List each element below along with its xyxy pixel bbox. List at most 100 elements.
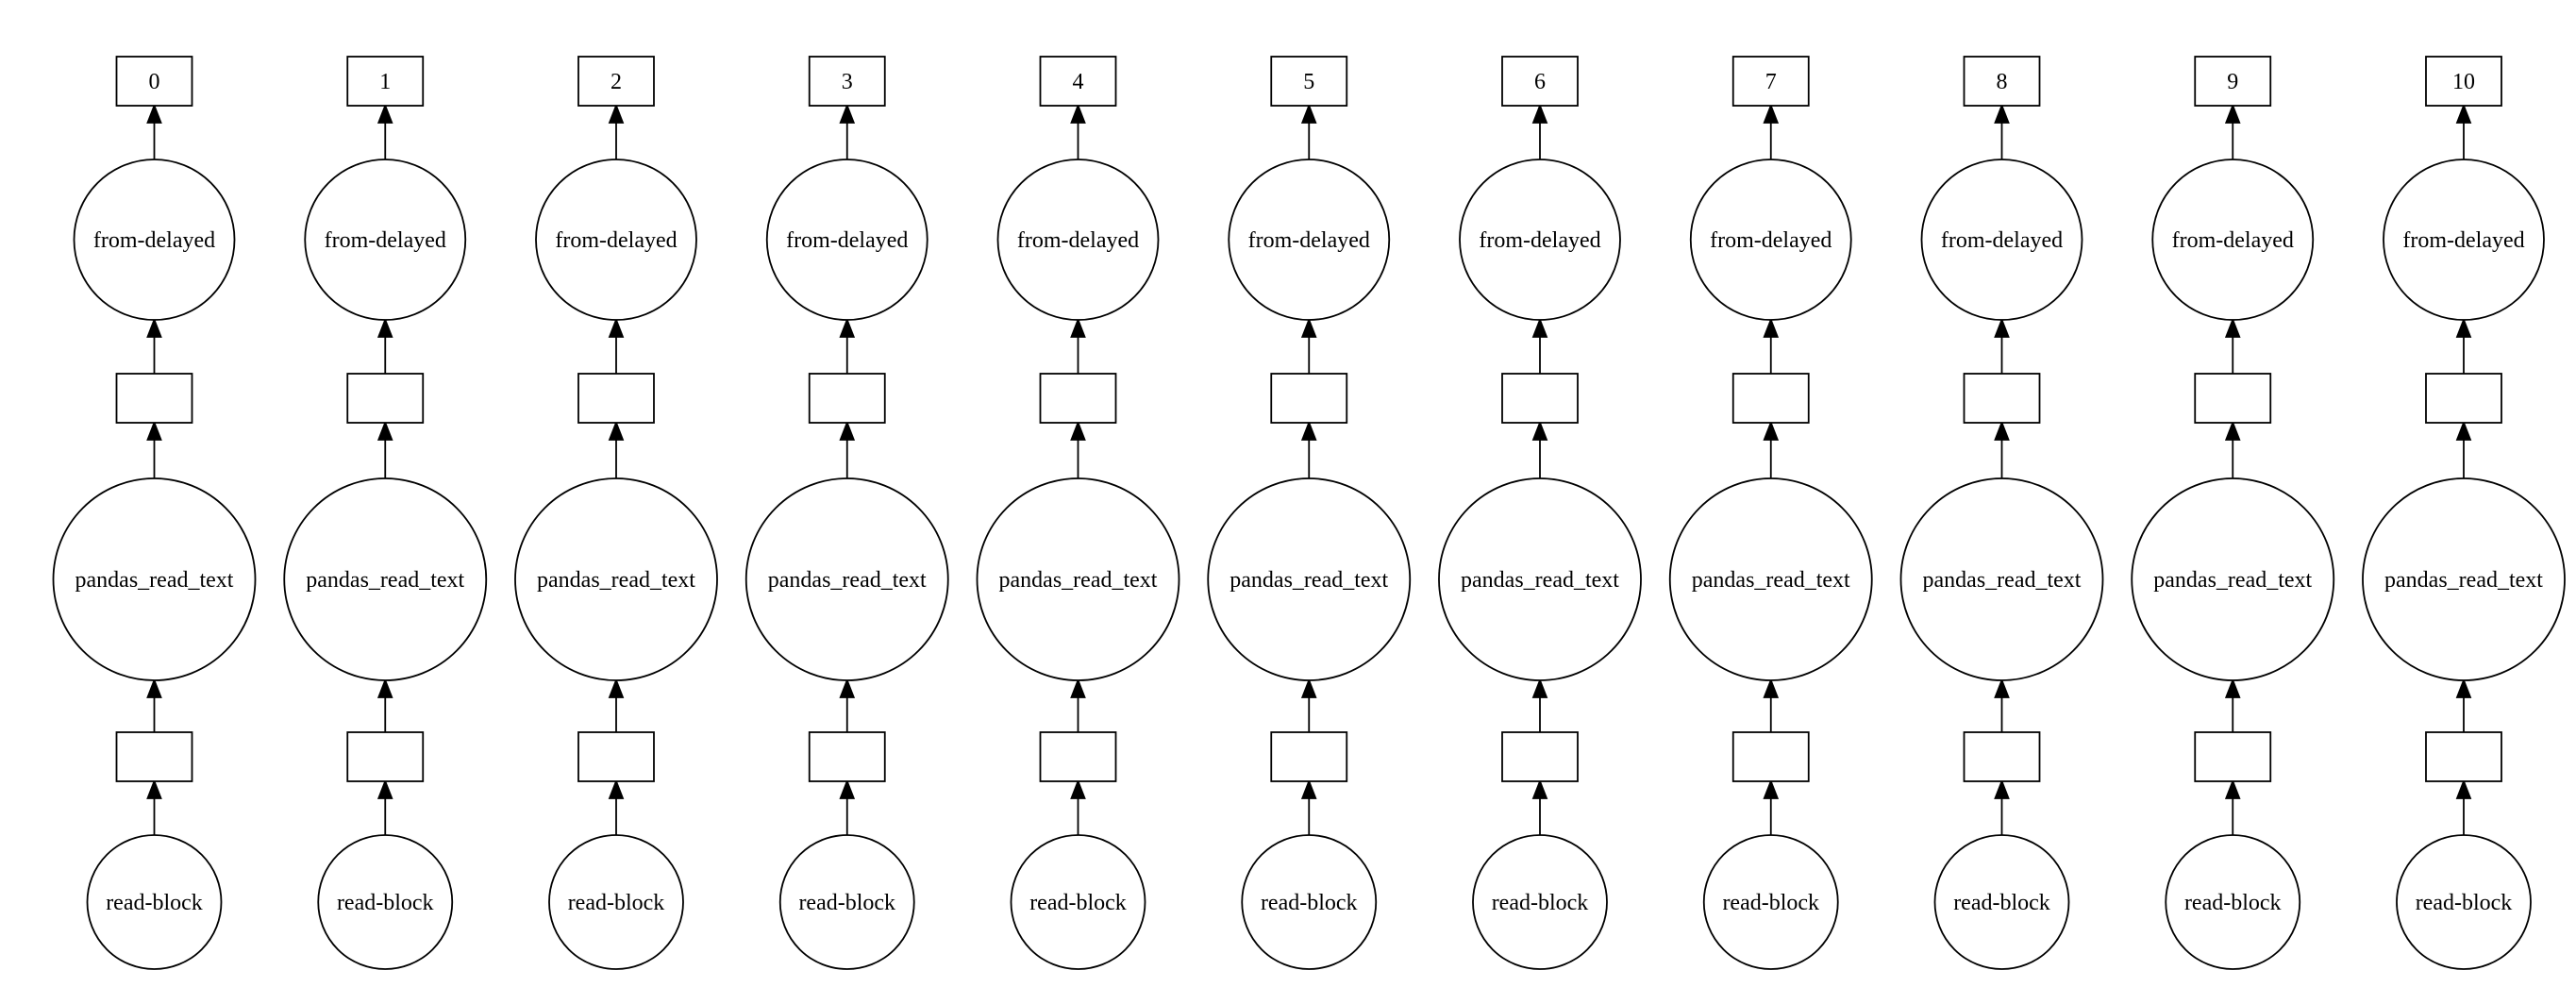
output-box-shape xyxy=(115,56,193,107)
edge-pandas-read-text-to-box-arrowhead xyxy=(146,420,162,441)
from-delayed-node-shape xyxy=(996,159,1160,321)
pandas-read-text-node-shape xyxy=(514,477,718,681)
output-box-shape xyxy=(1963,56,2041,107)
edge-box-to-from-delayed-arrowhead xyxy=(1763,317,1780,338)
output-box: 1 xyxy=(346,56,425,107)
read-block-node: read-block xyxy=(1241,834,1378,970)
pandas-read-text-node-label: pandas_read_text xyxy=(768,568,927,593)
read-block-node-shape xyxy=(2165,834,2301,970)
from-delayed-node-shape xyxy=(1459,159,1621,321)
edge-from-delayed-to-output xyxy=(608,103,625,159)
edge-box-to-pandas-read-text-arrowhead xyxy=(376,678,393,698)
edge-from-delayed-to-output-arrowhead xyxy=(1300,103,1317,124)
output-box-label: 9 xyxy=(2227,70,2238,94)
intermediate-box-upper xyxy=(577,373,655,424)
intermediate-box-upper xyxy=(1270,373,1348,424)
edge-box-to-from-delayed-arrowhead xyxy=(1531,317,1548,338)
edge-read-block-to-box xyxy=(376,778,393,835)
pandas-read-text-node-label: pandas_read_text xyxy=(306,568,464,593)
edge-read-block-to-box-arrowhead xyxy=(376,778,393,799)
from-delayed-node-shape xyxy=(73,159,236,321)
intermediate-box-upper-shape xyxy=(577,373,655,424)
pandas-read-text-node-label: pandas_read_text xyxy=(537,568,695,593)
pandas-read-text-node-shape xyxy=(1207,477,1412,681)
intermediate-box-lower xyxy=(1731,731,1810,782)
edge-read-block-to-box xyxy=(608,778,625,835)
read-block-node-shape xyxy=(86,834,223,970)
pandas-read-text-node: pandas_read_text xyxy=(976,477,1180,681)
output-box-label: 10 xyxy=(2452,70,2475,94)
edge-read-block-to-box-arrowhead xyxy=(1070,778,1086,799)
from-delayed-node: from-delayed xyxy=(2151,159,2315,321)
edge-box-to-pandas-read-text xyxy=(1300,678,1317,732)
edge-box-to-pandas-read-text xyxy=(1531,678,1548,732)
pandas-read-text-node-label: pandas_read_text xyxy=(999,568,1158,593)
edge-box-to-pandas-read-text xyxy=(1763,678,1780,732)
read-block-node-label: read-block xyxy=(1953,891,2050,915)
edge-from-delayed-to-output-arrowhead xyxy=(608,103,625,124)
read-block-node-label: read-block xyxy=(106,891,203,915)
output-box: 9 xyxy=(2194,56,2272,107)
edge-box-to-pandas-read-text-arrowhead xyxy=(1531,678,1548,698)
edge-from-delayed-to-output-arrowhead xyxy=(2455,103,2472,124)
edge-pandas-read-text-to-box xyxy=(2224,420,2241,478)
read-block-node: read-block xyxy=(86,834,223,970)
from-delayed-node-label: from-delayed xyxy=(2402,228,2524,253)
output-box-shape xyxy=(1270,56,1348,107)
pandas-read-text-node-label: pandas_read_text xyxy=(1229,568,1388,593)
pandas-read-text-node-shape xyxy=(2362,477,2566,681)
edge-box-to-pandas-read-text xyxy=(1070,678,1086,732)
pandas-read-text-node: pandas_read_text xyxy=(283,477,488,681)
edge-box-to-from-delayed xyxy=(608,317,625,374)
intermediate-box-upper xyxy=(2194,373,2272,424)
from-delayed-node: from-delayed xyxy=(1920,159,2083,321)
edge-read-block-to-box xyxy=(1070,778,1086,835)
pandas-read-text-node-label: pandas_read_text xyxy=(1461,568,1619,593)
edge-pandas-read-text-to-box-arrowhead xyxy=(608,420,625,441)
read-block-node-label: read-block xyxy=(798,891,895,915)
edge-box-to-pandas-read-text xyxy=(2224,678,2241,732)
edge-from-delayed-to-output xyxy=(1763,103,1780,159)
intermediate-box-lower xyxy=(115,731,193,782)
pandas-read-text-node: pandas_read_text xyxy=(1207,477,1412,681)
intermediate-box-lower xyxy=(808,731,886,782)
edge-box-to-from-delayed xyxy=(839,317,856,374)
edge-from-delayed-to-output xyxy=(1300,103,1317,159)
edge-read-block-to-box xyxy=(839,778,856,835)
edge-box-to-pandas-read-text xyxy=(1994,678,2010,732)
pandas-read-text-node: pandas_read_text xyxy=(2362,477,2566,681)
edge-pandas-read-text-to-box xyxy=(1070,420,1086,478)
edge-box-to-from-delayed-arrowhead xyxy=(608,317,625,338)
output-box-shape xyxy=(1501,56,1579,107)
edge-from-delayed-to-output-arrowhead xyxy=(2224,103,2241,124)
read-block-node-label: read-block xyxy=(1261,891,1358,915)
read-block-node-label: read-block xyxy=(2184,891,2282,915)
read-block-node: read-block xyxy=(1933,834,2070,970)
edge-read-block-to-box-arrowhead xyxy=(2224,778,2241,799)
output-box-label: 0 xyxy=(149,70,160,94)
from-delayed-node-label: from-delayed xyxy=(1941,228,2063,253)
output-box-label: 1 xyxy=(379,70,391,94)
from-delayed-node: from-delayed xyxy=(765,159,928,321)
intermediate-box-lower-shape xyxy=(1963,731,2041,782)
pandas-read-text-node-shape xyxy=(744,477,949,681)
from-delayed-node: from-delayed xyxy=(304,159,467,321)
intermediate-box-lower xyxy=(577,731,655,782)
output-box-shape xyxy=(346,56,425,107)
from-delayed-node-label: from-delayed xyxy=(2172,228,2294,253)
edge-read-block-to-box-arrowhead xyxy=(146,778,162,799)
edge-read-block-to-box xyxy=(1763,778,1780,835)
intermediate-box-lower-shape xyxy=(1731,731,1810,782)
output-box: 3 xyxy=(808,56,886,107)
edge-box-to-from-delayed xyxy=(376,317,393,374)
edge-box-to-pandas-read-text-arrowhead xyxy=(1994,678,2010,698)
read-block-node: read-block xyxy=(1702,834,1839,970)
edge-read-block-to-box xyxy=(1994,778,2010,835)
edge-box-to-pandas-read-text xyxy=(146,678,162,732)
intermediate-box-lower xyxy=(346,731,425,782)
from-delayed-node: from-delayed xyxy=(1689,159,1852,321)
